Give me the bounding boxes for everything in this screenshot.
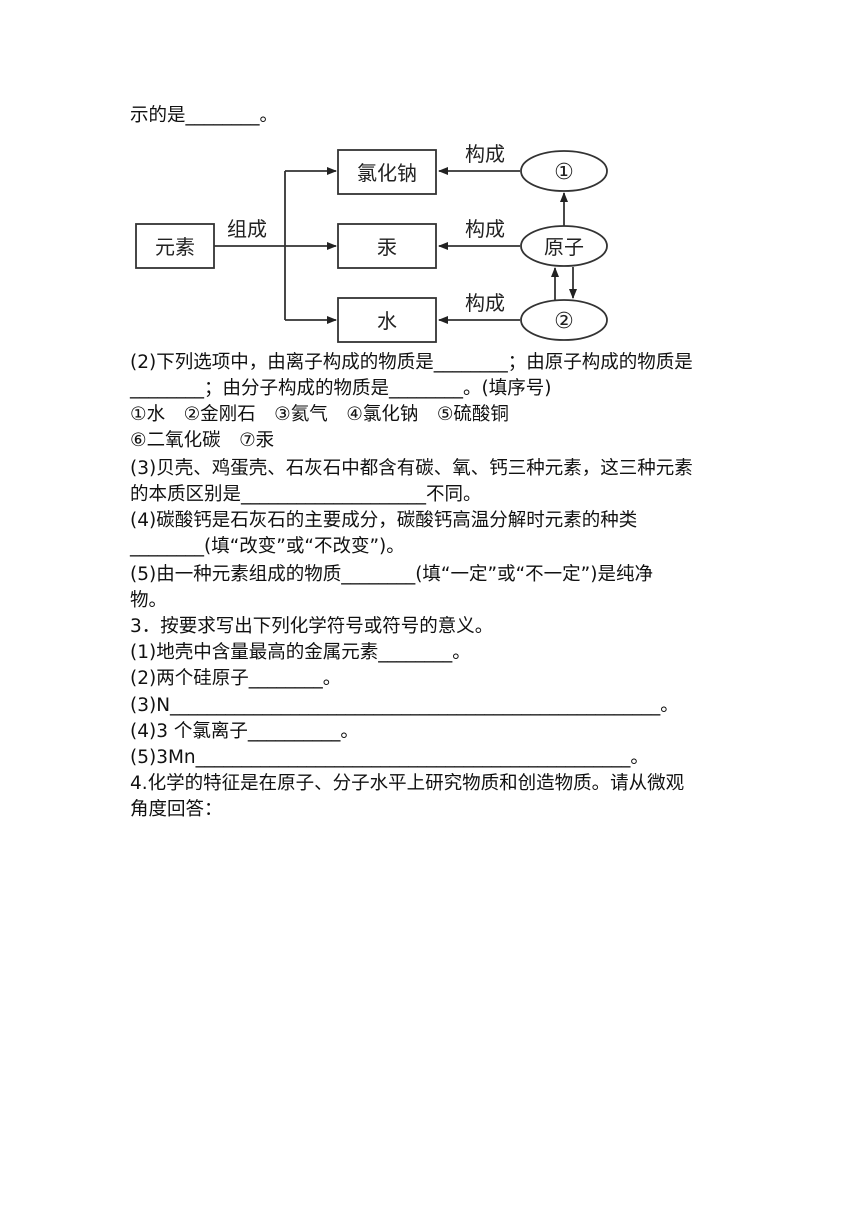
section-3-item-4: (4)3 个氯离子__________。 <box>130 721 359 742</box>
section-3-item-5: (5)3Mn__________________________________… <box>130 747 649 768</box>
particle2-label: ② <box>554 309 574 334</box>
question-4-text: (4)碳酸钙是石灰石的主要成分，碳酸钙高温分解时元素的种类 <box>130 510 638 531</box>
section-4-heading-cont: 角度回答： <box>130 799 223 820</box>
question-2-text: (2)下列选项中，由离子构成的物质是________；由原子构成的物质是 <box>130 352 693 373</box>
substance3-box <box>337 297 437 343</box>
section-3-heading: 3．按要求写出下列化学符号或符号的意义。 <box>130 616 494 637</box>
atom-label: 原子 <box>544 235 584 259</box>
element-label: 元素 <box>155 235 195 259</box>
element-box <box>135 223 215 269</box>
question-2-text-cont: ________；由分子构成的物质是________。(填序号) <box>130 378 552 399</box>
substance1-box <box>337 149 437 195</box>
question-4-text-cont: ________(填“改变”或“不改变”)。 <box>130 536 405 557</box>
composition-diagram: 元素 组成 氯化钠 汞 水 构成 构成 构成 ① 原子 ② <box>135 142 608 343</box>
question-3-text-cont: 的本质区别是____________________不同。 <box>130 484 482 505</box>
particle1-ellipse <box>520 150 608 192</box>
options-line-1: ①水 ②金刚石 ③氦气 ④氯化钠 ⑤硫酸铜 <box>130 404 509 425</box>
form-label-2: 构成 <box>465 217 505 241</box>
particle2-ellipse <box>520 299 608 341</box>
question-blank-line: 示的是________。 <box>130 105 279 126</box>
section-3-item-3: (3)N____________________________________… <box>130 695 679 716</box>
question-5-text: (5)由一种元素组成的物质________(填“一定”或“不一定”)是纯净 <box>130 564 653 585</box>
substance2-box <box>337 223 437 269</box>
options-line-2: ⑥二氧化碳 ⑦汞 <box>130 430 275 451</box>
question-3-text: (3)贝壳、鸡蛋壳、石灰石中都含有碳、氧、钙三种元素，这三种元素 <box>130 458 693 479</box>
compose-label: 组成 <box>227 217 267 241</box>
form-label-1: 构成 <box>465 142 505 166</box>
form-label-3: 构成 <box>465 291 505 315</box>
section-3-item-2: (2)两个硅原子________。 <box>130 668 342 689</box>
question-5-text-cont: 物。 <box>130 590 168 611</box>
substance1-label: 氯化钠 <box>357 161 417 185</box>
substance2-label: 汞 <box>377 235 397 259</box>
substance3-label: 水 <box>377 309 397 333</box>
particle1-label: ① <box>554 160 574 185</box>
section-3-item-1: (1)地壳中含量最高的金属元素________。 <box>130 642 471 663</box>
section-4-heading: 4.化学的特征是在原子、分子水平上研究物质和创造物质。请从微观 <box>130 773 685 794</box>
